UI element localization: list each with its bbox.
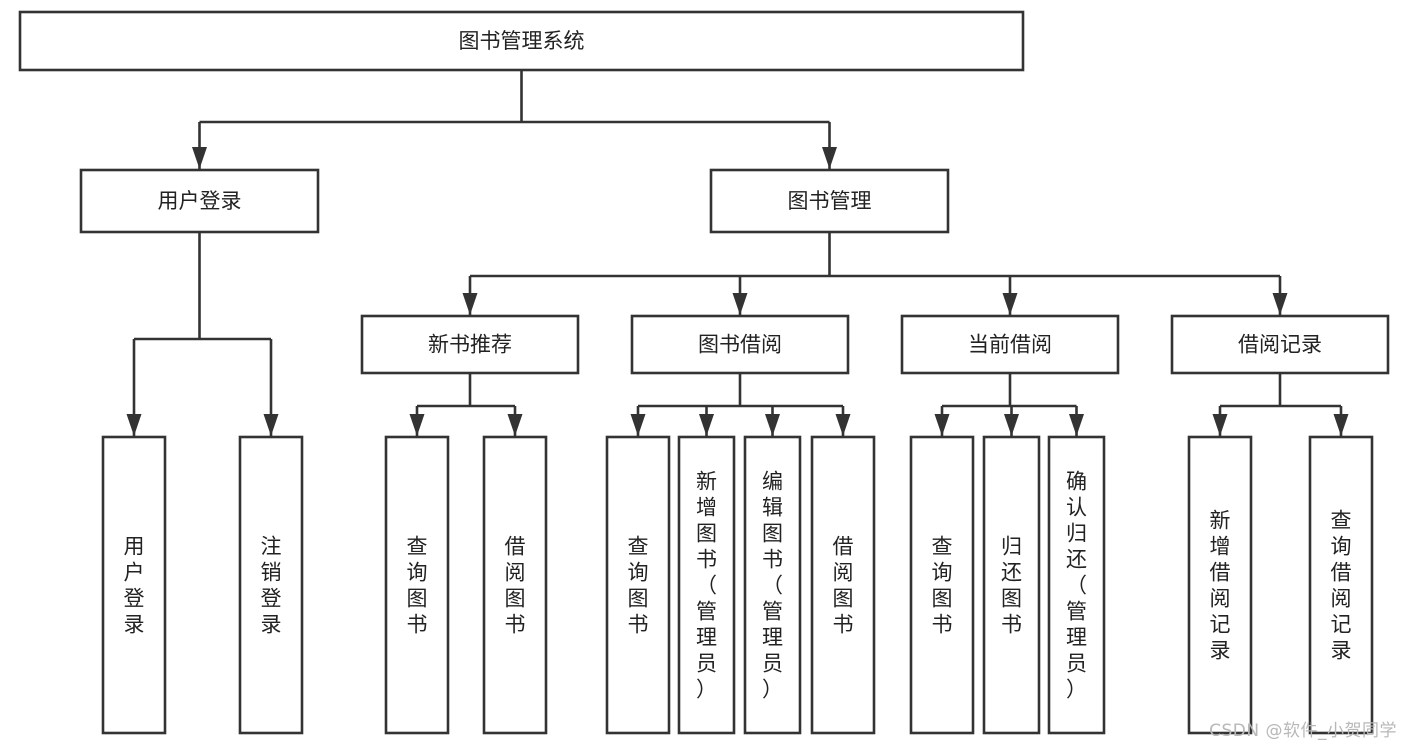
node-leaf2[interactable]: 注销登录 — [238, 435, 304, 735]
node-label-leaf11: 确认归还（管理员） — [1066, 469, 1087, 701]
node-label-newbook: 新书推荐 — [428, 333, 512, 357]
node-label-leaf4: 借阅图书 — [505, 534, 526, 636]
node-layer: 图书管理系统用户登录图书管理新书推荐图书借阅当前借阅借阅记录用户登录注销登录查询… — [18, 10, 1390, 735]
node-leaf13[interactable]: 查询借阅记录 — [1308, 435, 1374, 735]
node-leaf8[interactable]: 借阅图书 — [810, 435, 876, 735]
node-leaf6[interactable]: 新增图书（管理员） — [677, 435, 736, 735]
node-borrow[interactable]: 图书借阅 — [630, 314, 850, 375]
node-label-leaf7: 编辑图书（管理员） — [762, 469, 783, 701]
node-box-leaf5[interactable] — [605, 435, 671, 735]
node-box-leaf9[interactable] — [909, 435, 975, 735]
node-box-root[interactable] — [18, 10, 1025, 72]
node-leaf12[interactable]: 新增借阅记录 — [1187, 435, 1253, 735]
node-box-leaf8[interactable] — [810, 435, 876, 735]
node-leaf5[interactable]: 查询图书 — [605, 435, 671, 735]
node-leaf9[interactable]: 查询图书 — [909, 435, 975, 735]
node-box-login[interactable] — [79, 168, 320, 234]
node-leaf4[interactable]: 借阅图书 — [482, 435, 548, 735]
node-box-borrow[interactable] — [630, 314, 850, 375]
node-box-leaf12[interactable] — [1187, 435, 1253, 735]
node-label-borrow: 图书借阅 — [698, 333, 782, 357]
node-label-login: 用户登录 — [158, 189, 242, 213]
node-box-leaf13[interactable] — [1308, 435, 1374, 735]
node-label-bookmgmt: 图书管理 — [788, 189, 872, 213]
node-box-leaf11[interactable] — [1047, 435, 1106, 735]
node-root[interactable]: 图书管理系统 — [18, 10, 1025, 72]
node-box-bookmgmt[interactable] — [709, 168, 950, 234]
node-label-leaf1: 用户登录 — [124, 534, 145, 636]
node-box-leaf7[interactable] — [743, 435, 802, 735]
node-newbook[interactable]: 新书推荐 — [360, 314, 580, 375]
node-label-leaf8: 借阅图书 — [833, 534, 854, 636]
node-records[interactable]: 借阅记录 — [1170, 314, 1390, 375]
node-box-leaf1[interactable] — [101, 435, 167, 735]
connector-layer — [126, 70, 1349, 436]
node-leaf7[interactable]: 编辑图书（管理员） — [743, 435, 802, 735]
node-box-leaf4[interactable] — [482, 435, 548, 735]
node-box-leaf3[interactable] — [384, 435, 450, 735]
node-label-leaf10: 归还图书 — [1001, 534, 1022, 636]
node-label-records: 借阅记录 — [1238, 333, 1322, 357]
node-box-leaf6[interactable] — [677, 435, 736, 735]
node-label-leaf2: 注销登录 — [261, 534, 282, 636]
node-bookmgmt[interactable]: 图书管理 — [709, 168, 950, 234]
node-label-current: 当前借阅 — [968, 333, 1052, 357]
node-box-current[interactable] — [900, 314, 1120, 375]
node-leaf11[interactable]: 确认归还（管理员） — [1047, 435, 1106, 735]
node-label-root: 图书管理系统 — [459, 29, 585, 53]
node-leaf3[interactable]: 查询图书 — [384, 435, 450, 735]
node-login[interactable]: 用户登录 — [79, 168, 320, 234]
node-box-leaf2[interactable] — [238, 435, 304, 735]
node-label-leaf6: 新增图书（管理员） — [696, 469, 717, 701]
node-label-leaf9: 查询图书 — [932, 534, 953, 636]
node-label-leaf5: 查询图书 — [628, 534, 649, 636]
node-leaf10[interactable]: 归还图书 — [982, 435, 1041, 735]
node-label-leaf12: 新增借阅记录 — [1210, 508, 1231, 662]
node-label-leaf3: 查询图书 — [407, 534, 428, 636]
node-current[interactable]: 当前借阅 — [900, 314, 1120, 375]
node-leaf1[interactable]: 用户登录 — [101, 435, 167, 735]
node-label-leaf13: 查询借阅记录 — [1331, 508, 1352, 662]
node-box-records[interactable] — [1170, 314, 1390, 375]
node-box-newbook[interactable] — [360, 314, 580, 375]
node-box-leaf10[interactable] — [982, 435, 1041, 735]
